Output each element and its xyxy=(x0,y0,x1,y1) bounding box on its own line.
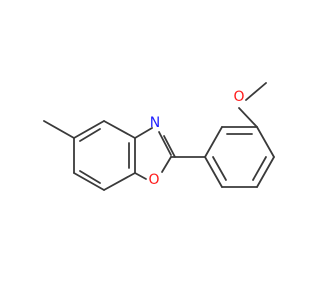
bond xyxy=(204,126,223,158)
methoxy-oxygen-atom-label: O xyxy=(233,89,244,105)
bond-double-inner xyxy=(252,156,267,181)
nitrogen-atom-label: N xyxy=(150,115,160,131)
bond xyxy=(134,127,153,139)
bond xyxy=(204,156,223,188)
bond xyxy=(73,120,105,139)
bond-methoxy-methyl xyxy=(245,82,267,101)
bond-double xyxy=(158,131,172,156)
bond xyxy=(73,172,105,191)
bond-methoxy xyxy=(238,107,258,128)
benzene-ring-fused xyxy=(73,120,136,191)
bond xyxy=(103,120,136,139)
bond-double-inner xyxy=(79,170,101,184)
bond-double xyxy=(163,135,176,158)
bond xyxy=(103,172,136,191)
bond xyxy=(134,172,147,180)
bond-double-inner xyxy=(79,128,101,142)
ring-oxygen-atom-label: O xyxy=(148,172,159,188)
bond xyxy=(256,156,275,188)
oxazole-ring xyxy=(134,127,176,180)
methoxyphenyl-ring xyxy=(204,126,275,188)
bond xyxy=(256,126,275,158)
bond xyxy=(161,156,172,173)
bond-double-inner xyxy=(212,156,227,181)
molecule-structure: N O O xyxy=(43,82,275,191)
bond-methyl xyxy=(43,120,75,139)
